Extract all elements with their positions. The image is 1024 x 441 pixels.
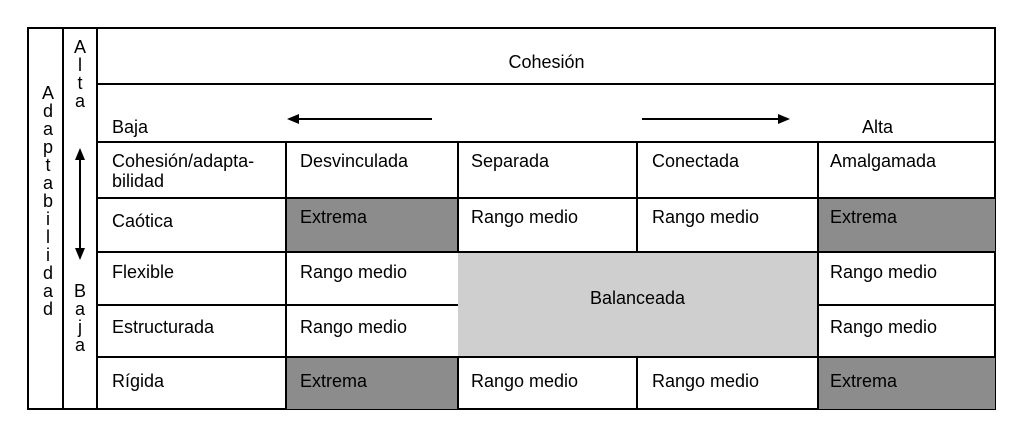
cell-caotica-amalgamada-shade <box>818 198 995 251</box>
cell-caotica-desvinculada-shade <box>286 198 457 251</box>
cell-flexible-desvinculada: Rango medio <box>300 262 408 282</box>
divider <box>97 141 995 143</box>
vertical-letter: a <box>42 173 53 193</box>
vertical-letter: i <box>46 209 50 229</box>
vertical-arrow-shaft <box>79 158 81 250</box>
cell-caotica-separada: Rango medio <box>471 207 579 227</box>
cell-flexible-amalgamada: Rango medio <box>830 262 938 282</box>
header-amalgamada: Amalgamada <box>830 151 937 171</box>
divider <box>97 83 995 85</box>
header-separada: Separada <box>471 151 550 171</box>
divider <box>97 251 995 253</box>
vertical-letter: t <box>45 155 51 175</box>
header-conectada: Conectada <box>652 151 740 171</box>
cell-caotica-amalgamada: Extrema <box>830 207 898 227</box>
vertical-letter: j <box>78 317 82 337</box>
vertical-letter: a <box>74 335 85 355</box>
cell-rigida-conectada: Rango medio <box>652 371 760 391</box>
vertical-letter: d <box>42 101 53 121</box>
row-label-flexible: Flexible <box>112 262 175 282</box>
vertical-letter: A <box>41 83 54 103</box>
cell-rigida-separada: Rango medio <box>471 371 579 391</box>
cohesion-title: Cohesión <box>508 52 585 72</box>
divider <box>636 356 638 410</box>
vertical-letter: a <box>74 299 85 319</box>
arrow-left-icon <box>287 114 299 124</box>
vertical-letter: a <box>42 119 53 139</box>
balanced-label: Balanceada <box>589 288 686 308</box>
divider <box>97 304 458 306</box>
divider <box>96 28 98 410</box>
header-desvinculada: Desvinculada <box>300 151 409 171</box>
divider <box>457 356 459 410</box>
divider <box>62 28 64 410</box>
cell-rigida-amalgamada-shade <box>818 357 995 409</box>
divider <box>285 142 287 410</box>
arrow-up-icon <box>75 148 85 160</box>
vertical-letter: d <box>42 263 53 283</box>
vertical-letter: i <box>46 245 50 265</box>
cohesion-high-label: Alta <box>862 117 894 137</box>
cell-rigida-amalgamada: Extrema <box>830 371 898 391</box>
divider <box>97 356 995 358</box>
arrow-down-icon <box>75 248 85 260</box>
cell-caotica-desvinculada: Extrema <box>300 207 368 227</box>
cell-estructurada-amalgamada: Rango medio <box>830 317 938 337</box>
row-label-caotica: Caótica <box>112 211 174 231</box>
cell-caotica-conectada: Rango medio <box>652 207 760 227</box>
row-label-estructurada: Estructurada <box>112 317 215 337</box>
vertical-letter: l <box>46 227 50 247</box>
vertical-letter: l <box>78 55 82 75</box>
arrow-right-icon <box>778 114 790 124</box>
vertical-letter: a <box>42 281 53 301</box>
cell-rigida-desvinculada: Extrema <box>300 371 368 391</box>
cell-rigida-desvinculada-shade <box>286 357 457 409</box>
vertical-letter: A <box>73 37 86 57</box>
vertical-letter: d <box>42 299 53 319</box>
divider <box>817 304 995 306</box>
header-corner: Cohesión/adapta- bilidad <box>112 151 255 191</box>
vertical-letter: B <box>73 281 86 301</box>
left-arrow-shaft <box>297 118 432 120</box>
circumplex-table <box>27 27 996 410</box>
vertical-letter: b <box>42 191 53 211</box>
vertical-letter: a <box>74 91 85 111</box>
cell-estructurada-desvinculada: Rango medio <box>300 317 408 337</box>
vertical-letter: t <box>77 73 83 93</box>
balanced-region <box>458 252 817 356</box>
row-label-rigida: Rígida <box>112 371 165 391</box>
cohesion-low-label: Baja <box>112 117 149 137</box>
divider <box>97 197 995 199</box>
vertical-letter: p <box>42 137 53 157</box>
divider <box>817 142 819 410</box>
right-arrow-shaft <box>642 118 780 120</box>
